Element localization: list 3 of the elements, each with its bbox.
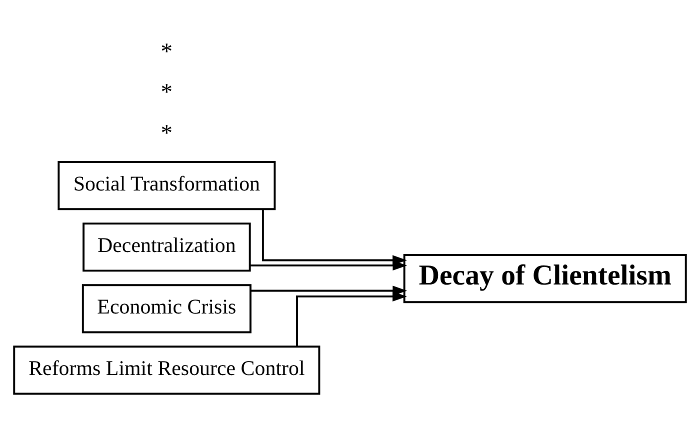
label: * bbox=[160, 38, 173, 65]
label: * bbox=[160, 79, 173, 106]
label: * bbox=[160, 120, 173, 146]
